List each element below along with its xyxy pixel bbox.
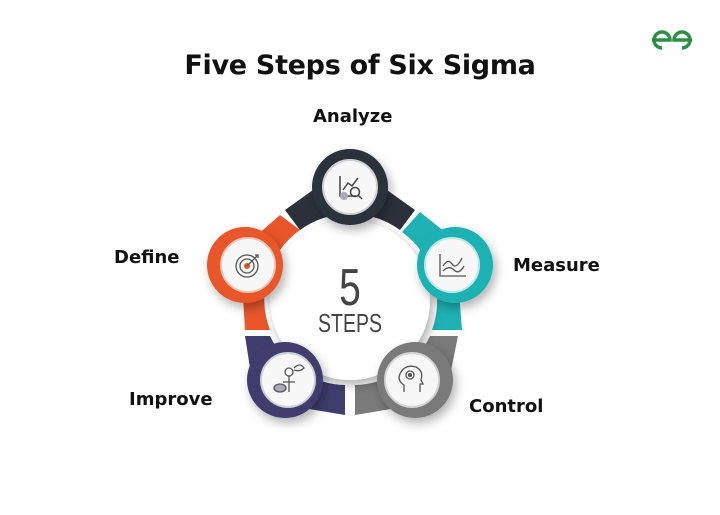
- center-label: STEPS: [318, 308, 382, 338]
- step-label-analyze: Analyze: [313, 106, 393, 127]
- analyze-node: [312, 149, 388, 225]
- person-idea-icon: [273, 364, 305, 393]
- head-gear-icon: [398, 365, 425, 392]
- chart-magnifier-icon: [339, 176, 363, 200]
- page-title: Five Steps of Six Sigma: [184, 50, 536, 81]
- step-label-control: Control: [469, 396, 544, 417]
- step-label-measure: Measure: [513, 255, 600, 276]
- target-icon: [235, 254, 259, 278]
- center-number: 5: [339, 259, 361, 317]
- step-label-define: Define: [114, 247, 180, 268]
- measure-node: [417, 227, 493, 303]
- geeksforgeeks-logo-icon: [652, 30, 692, 50]
- step-label-improve: Improve: [129, 389, 213, 410]
- improve-node: [247, 342, 323, 418]
- line-chart-icon: [439, 254, 466, 277]
- control-node: [377, 342, 453, 418]
